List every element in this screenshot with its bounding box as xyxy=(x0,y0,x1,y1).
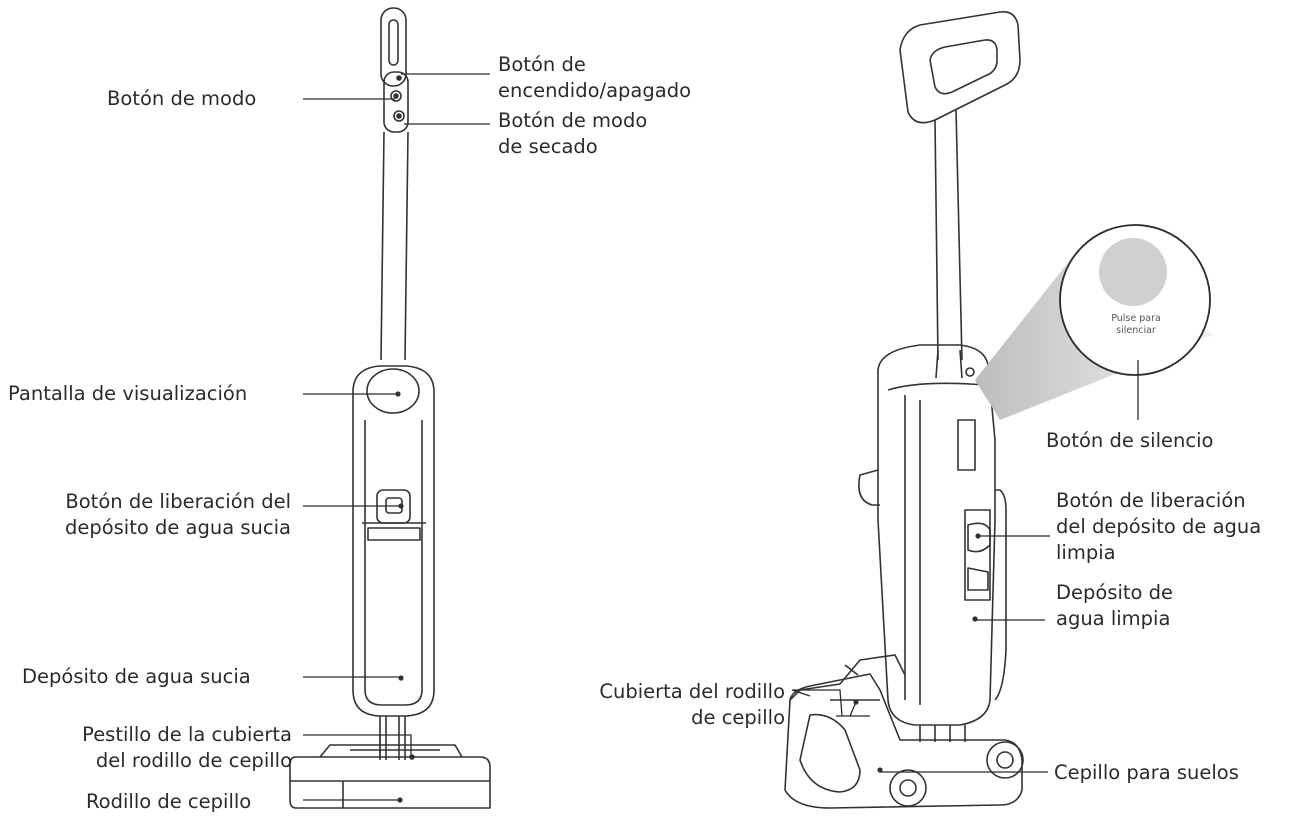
label-dry-mode-line1: Botón de modo xyxy=(498,109,648,132)
control-panel xyxy=(383,71,409,133)
mute-button-shape xyxy=(965,367,975,377)
label-roller-cover-line2: de cepillo xyxy=(691,706,785,729)
label-display-screen: Pantalla de visualización xyxy=(8,382,248,405)
side-shaft xyxy=(934,109,963,361)
front-body xyxy=(352,365,435,717)
label-dirty-release-line1: Botón de liberación del xyxy=(65,490,291,513)
mute-button-zoom xyxy=(1099,238,1167,306)
mute-hint-line2: silenciar xyxy=(1116,325,1156,336)
mode-button-shape xyxy=(390,90,402,102)
mute-callout xyxy=(975,224,1213,420)
side-floor-brush xyxy=(784,673,1023,809)
label-roller-cover-line1: Cubierta del rodillo xyxy=(599,680,785,703)
label-dry-mode-line2: de secado xyxy=(498,135,598,158)
label-power-button-line2: encendido/apagado xyxy=(498,79,692,102)
dry-mode-button-shape xyxy=(393,110,405,122)
label-clean-release-line1: Botón de liberación xyxy=(1056,489,1246,512)
label-brush-roller-cover: Cubierta del rodillo de cepillo xyxy=(599,679,785,731)
label-clean-tank-line2: agua limpia xyxy=(1056,607,1171,630)
front-view-vacuum xyxy=(289,7,491,809)
label-dirty-release-line2: depósito de agua sucia xyxy=(64,516,291,539)
label-power-button: Botón de encendido/apagado xyxy=(498,52,691,104)
clean-release-button-shape xyxy=(967,522,991,553)
label-mode-button: Botón de modo xyxy=(107,87,257,110)
front-brush-base xyxy=(289,756,491,809)
label-clean-tank-line1: Depósito de xyxy=(1056,581,1174,604)
mute-hint-line1: Pulse para xyxy=(1111,313,1161,324)
label-clean-water-tank: Depósito de agua limpia xyxy=(1056,580,1173,632)
label-latch-line1: Pestillo de la cubierta xyxy=(82,723,292,746)
rear-wheel xyxy=(889,769,927,807)
label-floor-brush: Cepillo para suelos xyxy=(1054,761,1239,784)
label-dirty-tank-release: Botón de liberación del depósito de agua… xyxy=(65,489,291,541)
label-dirty-water-tank: Depósito de agua sucia xyxy=(22,665,251,688)
label-clean-release-line3: limpia xyxy=(1056,541,1116,564)
front-shaft xyxy=(380,131,409,361)
label-dry-mode-button: Botón de modo de secado xyxy=(498,108,647,160)
label-mute-button: Botón de silencio xyxy=(1046,429,1214,452)
side-body xyxy=(877,344,996,726)
label-latch-line2: del rodillo de cepillo xyxy=(95,749,292,772)
front-handle xyxy=(380,7,407,87)
leader-lines xyxy=(303,73,1139,801)
label-power-button-line1: Botón de xyxy=(498,53,586,76)
display-screen-shape xyxy=(366,368,420,414)
mute-hint-text: Pulse para silenciar xyxy=(1096,313,1176,337)
side-handle xyxy=(899,10,1021,124)
front-wheel xyxy=(986,741,1024,779)
label-clean-tank-release: Botón de liberación del depósito de agua… xyxy=(1056,488,1261,566)
side-view-vacuum xyxy=(784,10,1024,809)
label-brush-roller: Rodillo de cepillo xyxy=(86,790,252,813)
label-brush-cover-latch: Pestillo de la cubierta del rodillo de c… xyxy=(82,722,292,774)
label-clean-release-line2: del depósito de agua xyxy=(1056,515,1262,538)
